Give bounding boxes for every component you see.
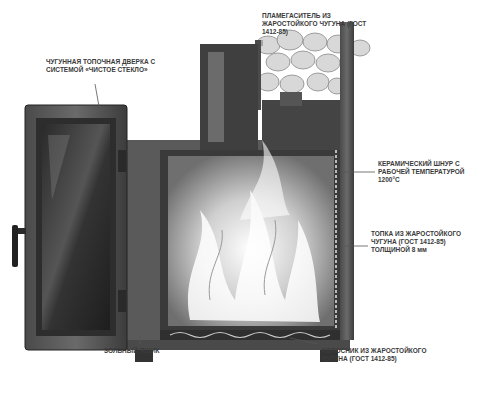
callout-label: ЗОЛЬНЫЙ ЯЩИК [104, 347, 184, 355]
callout-label: ПЛАМЕГАСИТЕЛЬ ИЗ ЖАРОСТОЙКОГО ЧУГУНА (ГО… [262, 12, 377, 36]
callout-label: КЕРАМИЧЕСКИЙ ШНУР С РАБОЧЕЙ ТЕМПЕРАТУРОЙ… [378, 160, 478, 184]
callout-label: КОЛОСНИК ИЗ ЖАРОСТОЙКОГО ЧУГУНА (ГОСТ 14… [322, 347, 437, 363]
callout-label: ЧУГУННАЯ ТОПОЧНАЯ ДВЕРКА С СИСТЕМОЙ «ЧИС… [46, 58, 156, 74]
callout-label: ТОПКА ИЗ ЖАРОСТОЙКОГО ЧУГУНА (ГОСТ 1412-… [371, 230, 467, 254]
